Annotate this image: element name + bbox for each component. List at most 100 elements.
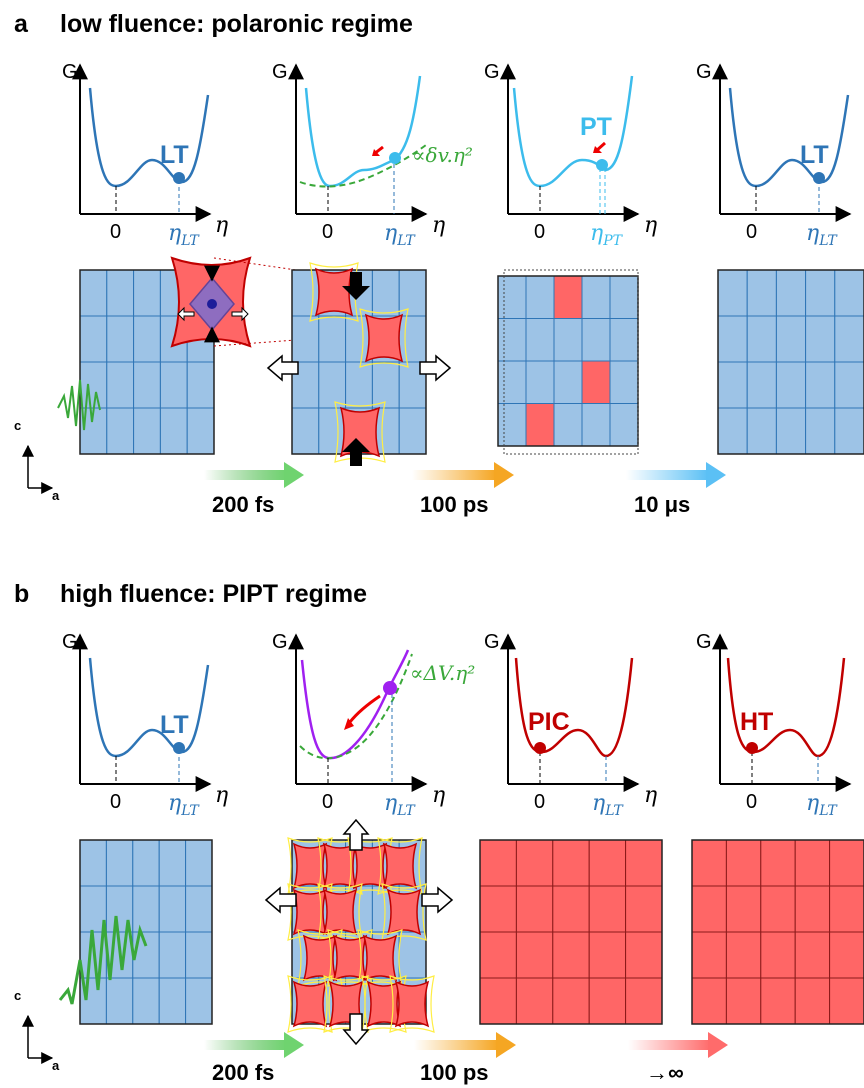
lattice-cell — [371, 361, 400, 409]
eta-pt-label: ηPT — [590, 221, 624, 249]
lattice-a4 — [717, 269, 864, 455]
strain-halo — [309, 262, 359, 322]
lattice-cell — [497, 360, 527, 404]
polaron-distortion — [302, 934, 338, 982]
lattice-cell — [553, 403, 583, 447]
lattice-cell — [552, 839, 590, 887]
lattice-cell — [746, 315, 777, 363]
lattice-cell — [725, 977, 762, 1025]
lattice-cell — [691, 885, 727, 933]
energy-plot-b1 — [72, 633, 212, 792]
lattice-cell — [581, 360, 611, 404]
g-axis-label: G — [484, 61, 500, 83]
eta-axis-label: η — [432, 213, 445, 238]
lattice-cell — [479, 931, 517, 979]
lattice-cell — [158, 931, 187, 979]
lattice-cell — [515, 885, 554, 933]
lattice-cell — [760, 931, 796, 979]
lattice-cell — [398, 269, 427, 317]
polaron-distortion — [322, 842, 358, 890]
strain-halo — [361, 975, 407, 1033]
eta-lt-label: ηLT — [168, 791, 200, 819]
energy-plot-b4 — [712, 633, 852, 792]
lattice-cell — [479, 977, 517, 1025]
lattice-cell — [588, 885, 627, 933]
zero-label: 0 — [746, 221, 757, 243]
lattice-cell — [318, 315, 347, 363]
lattice-cell — [609, 403, 639, 447]
lattice-cell — [479, 839, 517, 887]
lattice-cell — [345, 361, 373, 409]
state-lt-label: LT — [160, 141, 189, 169]
strain-arrows-a2 — [266, 272, 452, 466]
lattice-a1 — [79, 269, 215, 455]
g-axis-label: G — [62, 61, 78, 83]
polaron-distortion — [292, 980, 328, 1028]
eta-axis-label: η — [644, 213, 657, 238]
time-arrow-b1 — [204, 1032, 304, 1058]
polaron-distortion — [366, 980, 402, 1028]
time-label-b2: 100 ps — [420, 1060, 489, 1085]
lattice-cell — [291, 269, 320, 317]
lattice-cell — [625, 977, 663, 1025]
polaron-distortion — [314, 267, 354, 317]
lattice-cell — [553, 360, 583, 404]
panel-letter-a: a — [14, 10, 29, 38]
lattice-cell — [525, 275, 555, 319]
lattice-cell — [133, 269, 161, 317]
lattice-cell — [581, 275, 611, 319]
lattice-cell — [760, 977, 796, 1025]
g-axis-label: G — [696, 631, 712, 653]
lattice-cell — [106, 361, 135, 409]
energy-plot-a3 — [500, 63, 640, 222]
zero-label: 0 — [322, 221, 333, 243]
time-arrow-a2 — [412, 462, 514, 488]
lattice-cell — [746, 361, 777, 409]
strain-halo — [334, 401, 386, 463]
eta-lt-label: ηLT — [592, 791, 624, 819]
lattice-cell — [133, 361, 161, 409]
lattice-cell — [829, 931, 864, 979]
lattice-cell — [794, 839, 831, 887]
zero-label: 0 — [534, 221, 545, 243]
energy-plot-a4 — [712, 63, 852, 222]
lattice-cell — [185, 885, 213, 933]
strain-arrows-b2 — [264, 818, 454, 1046]
eta-lt-label: ηLT — [168, 221, 200, 249]
lattice-cell — [588, 839, 627, 887]
time-arrow-b3 — [628, 1032, 728, 1058]
lattice-cell — [588, 931, 627, 979]
strain-halo — [389, 975, 435, 1033]
panel-title-b: high fluence: PIPT regime — [60, 580, 367, 608]
polaron-distortion — [386, 888, 422, 936]
lattice-cell — [158, 839, 187, 887]
lattice-cell — [625, 839, 663, 887]
lattice-cell — [79, 361, 108, 409]
lattice-border — [479, 839, 663, 1025]
lattice-cell — [725, 839, 762, 887]
time-label-b3: →∞ — [646, 1060, 684, 1085]
lattice-cell — [717, 315, 748, 363]
time-arrow-a3 — [626, 462, 726, 488]
eta-axis-label: η — [644, 783, 657, 808]
lattice-cell — [805, 361, 836, 409]
lattice-cell — [525, 360, 555, 404]
strain-halo — [323, 975, 369, 1033]
strain-halo — [359, 308, 409, 368]
lattice-cell — [609, 275, 639, 319]
state-ht-label: HT — [740, 708, 773, 736]
lattice-cell — [105, 885, 134, 933]
lattice-cell — [552, 977, 590, 1025]
lattice-cell — [105, 839, 134, 887]
lattice-cell — [717, 407, 748, 455]
energy-plot-b2 — [288, 633, 428, 792]
lattice-cell — [291, 315, 320, 363]
lattice-cell — [158, 977, 187, 1025]
lattice-cell — [691, 931, 727, 979]
time-arrow-a1 — [204, 462, 304, 488]
lattice-cell — [805, 315, 836, 363]
time-label-b1: 200 fs — [212, 1060, 274, 1085]
lattice-cell — [834, 407, 864, 455]
axis-a-label: a — [52, 488, 60, 503]
polaron-distortion — [382, 842, 418, 890]
